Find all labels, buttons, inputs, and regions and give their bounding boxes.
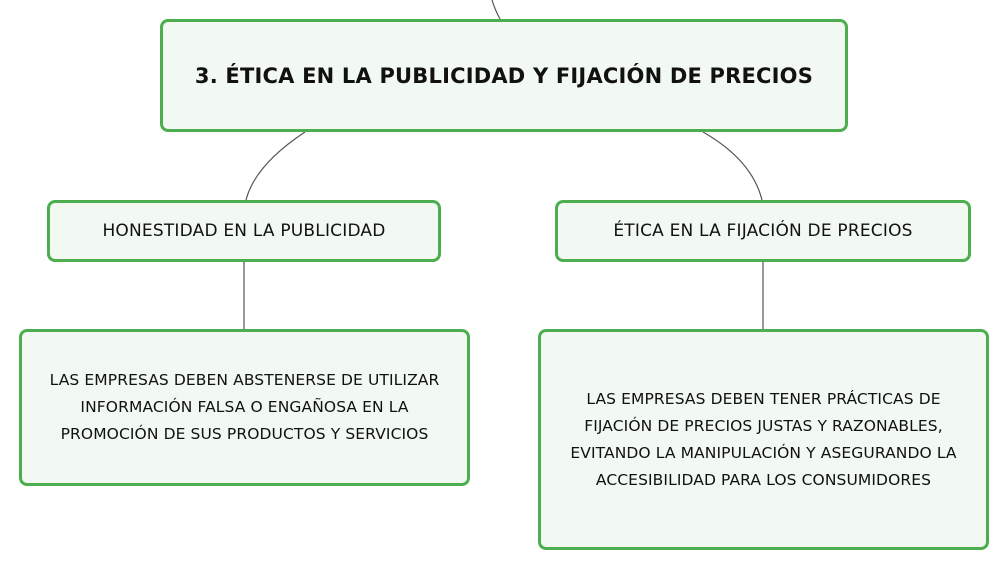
- main-topic-node[interactable]: 3. ÉTICA EN LA PUBLICIDAD Y FIJACIÓN DE …: [160, 19, 848, 132]
- connector-main-to-left: [245, 131, 306, 201]
- branch-title: HONESTIDAD EN LA PUBLICIDAD: [102, 221, 386, 241]
- branch-node-honestidad[interactable]: HONESTIDAD EN LA PUBLICIDAD: [47, 200, 441, 262]
- branch-title: ÉTICA EN LA FIJACIÓN DE PRECIOS: [613, 221, 913, 241]
- description-node-etica-precios[interactable]: LAS EMPRESAS DEBEN TENER PRÁCTICAS DE FI…: [538, 329, 989, 550]
- branch-node-etica-precios[interactable]: ÉTICA EN LA FIJACIÓN DE PRECIOS: [555, 200, 971, 262]
- description-node-honestidad[interactable]: LAS EMPRESAS DEBEN ABSTENERSE DE UTILIZA…: [19, 329, 470, 486]
- description-text: LAS EMPRESAS DEBEN ABSTENERSE DE UTILIZA…: [49, 371, 440, 443]
- main-topic-label: 3. ÉTICA EN LA PUBLICIDAD Y FIJACIÓN DE …: [194, 63, 814, 88]
- description-text: LAS EMPRESAS DEBEN TENER PRÁCTICAS DE FI…: [570, 389, 957, 489]
- connector-main-to-right: [702, 131, 763, 201]
- connector-from-parent: [491, 0, 501, 20]
